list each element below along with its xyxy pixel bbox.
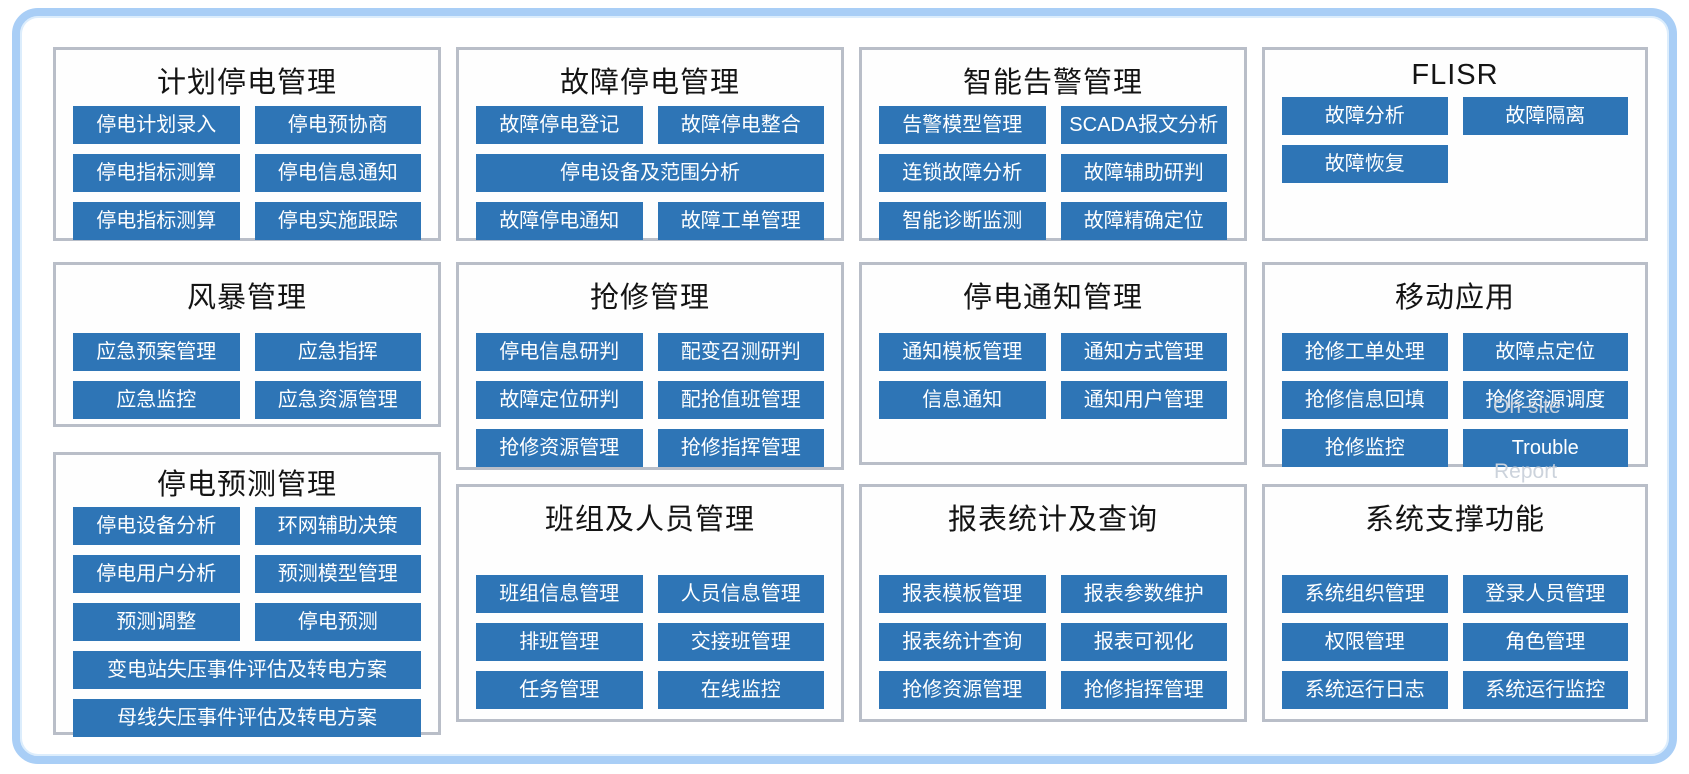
module-button[interactable]: SCADA报文分析 — [1060, 106, 1227, 144]
module-button[interactable]: 停电指标测算 — [73, 202, 240, 240]
module-button[interactable]: 停电预协商 — [254, 106, 421, 144]
module-button[interactable]: 停电实施跟踪 — [254, 202, 421, 240]
module-button[interactable]: 排班管理 — [476, 623, 643, 661]
module-button[interactable]: 停电用户分析 — [73, 555, 240, 593]
panel-title: 故障停电管理 — [559, 67, 740, 99]
module-button[interactable]: 故障定位研判 — [476, 381, 643, 419]
panel-report-statistics-query: 报表统计及查询 报表模板管理 报表参数维护 报表统计查询 报表可视化 抢修资源管… — [859, 484, 1247, 722]
panel-team-personnel-management: 班组及人员管理 班组信息管理 人员信息管理 排班管理 交接班管理 任务管理 在线… — [456, 484, 844, 722]
panel-title: 风暴管理 — [186, 282, 307, 314]
module-button[interactable]: 告警模型管理 — [879, 106, 1046, 144]
module-button[interactable]: 报表统计查询 — [879, 623, 1046, 661]
module-button[interactable]: 系统运行监控 — [1462, 671, 1628, 709]
module-button[interactable]: 抢修监控 — [1282, 429, 1448, 467]
module-button[interactable]: 环网辅助决策 — [254, 507, 421, 545]
panel-title: 报表统计及查询 — [947, 504, 1158, 536]
module-button[interactable]: 系统运行日志 — [1282, 671, 1448, 709]
panel-storm-management: 风暴管理 应急预案管理 应急指挥 应急监控 应急资源管理 — [53, 262, 441, 427]
module-button[interactable]: 预测调整 — [73, 603, 240, 641]
module-button[interactable]: 角色管理 — [1462, 623, 1628, 661]
module-button[interactable]: 信息通知 — [879, 381, 1046, 419]
panel-intelligent-alarm-management: 智能告警管理 告警模型管理 SCADA报文分析 连锁故障分析 故障辅助研判 智能… — [859, 47, 1247, 241]
module-button[interactable]: 故障点定位 — [1462, 333, 1628, 371]
module-button[interactable]: 预测模型管理 — [254, 555, 421, 593]
report-overflow-text: Report — [1494, 460, 1558, 483]
panel-title: 移动应用 — [1394, 282, 1515, 314]
panel-title: 停电预测管理 — [156, 469, 337, 501]
module-button[interactable]: 故障停电登记 — [476, 106, 643, 144]
module-button[interactable]: 登录人员管理 — [1462, 575, 1628, 613]
module-button[interactable]: 抢修信息回填 — [1282, 381, 1448, 419]
onsite-overflow-text: On-site — [1493, 395, 1561, 418]
module-button[interactable]: 抢修资源调度 — [1462, 381, 1628, 419]
module-button[interactable]: 配抢值班管理 — [657, 381, 824, 419]
module-button[interactable]: 抢修资源管理 — [879, 671, 1046, 709]
module-button[interactable]: 连锁故障分析 — [879, 154, 1046, 192]
panel-title: 班组及人员管理 — [544, 504, 755, 536]
module-button[interactable]: 停电预测 — [254, 603, 421, 641]
outer-frame — [12, 8, 1677, 764]
module-button[interactable]: 故障精确定位 — [1060, 202, 1227, 240]
module-button[interactable]: 抢修指挥管理 — [657, 429, 824, 467]
module-button[interactable]: 抢修指挥管理 — [1060, 671, 1227, 709]
panel-repair-management: 抢修管理 停电信息研判 配变召测研判 故障定位研判 配抢值班管理 抢修资源管理 … — [456, 262, 844, 470]
panel-outage-forecast-management: 停电预测管理 停电设备分析 环网辅助决策 停电用户分析 预测模型管理 预测调整 … — [53, 452, 441, 737]
panel-planned-outage-management: 计划停电管理 停电计划录入 停电预协商 停电指标测算 停电信息通知 停电指标测算… — [53, 47, 441, 241]
module-button[interactable]: 通知方式管理 — [1060, 333, 1227, 371]
module-button[interactable]: 交接班管理 — [657, 623, 824, 661]
module-button[interactable]: 智能诊断监测 — [879, 202, 1046, 240]
module-button[interactable]: 故障恢复 — [1282, 145, 1448, 183]
panel-mobile-application: 移动应用 抢修工单处理 故障点定位 抢修信息回填 抢修资源调度 抢修监控 Tro… — [1262, 262, 1648, 467]
module-button[interactable]: 应急指挥 — [254, 333, 421, 371]
module-button[interactable]: 配变召测研判 — [657, 333, 824, 371]
module-button[interactable]: 故障分析 — [1282, 97, 1448, 135]
panel-title: 计划停电管理 — [156, 67, 337, 99]
module-button[interactable]: 系统组织管理 — [1282, 575, 1448, 613]
module-button[interactable]: 报表模板管理 — [879, 575, 1046, 613]
module-button[interactable]: 故障辅助研判 — [1060, 154, 1227, 192]
module-button[interactable]: 人员信息管理 — [657, 575, 824, 613]
module-button[interactable]: 变电站失压事件评估及转电方案 — [73, 651, 421, 689]
module-button[interactable]: 故障停电整合 — [657, 106, 824, 144]
module-button[interactable]: 母线失压事件评估及转电方案 — [73, 699, 421, 737]
module-button[interactable]: 停电设备及范围分析 — [476, 154, 824, 192]
module-button[interactable]: Trouble — [1462, 429, 1628, 467]
module-button[interactable]: 权限管理 — [1282, 623, 1448, 661]
module-button[interactable]: 任务管理 — [476, 671, 643, 709]
panel-title: FLISR — [1411, 59, 1499, 91]
module-button[interactable]: 停电指标测算 — [73, 154, 240, 192]
module-button[interactable]: 故障停电通知 — [476, 202, 643, 240]
module-button[interactable]: 故障隔离 — [1462, 97, 1628, 135]
module-button[interactable]: 应急监控 — [73, 381, 240, 419]
module-button[interactable]: 班组信息管理 — [476, 575, 643, 613]
module-button[interactable]: 停电信息通知 — [254, 154, 421, 192]
module-button[interactable]: 应急预案管理 — [73, 333, 240, 371]
panel-title: 智能告警管理 — [962, 67, 1143, 99]
module-button[interactable]: 抢修工单处理 — [1282, 333, 1448, 371]
module-button[interactable]: 停电信息研判 — [476, 333, 643, 371]
panel-system-support-functions: 系统支撑功能 系统组织管理 登录人员管理 权限管理 角色管理 系统运行日志 系统… — [1262, 484, 1648, 722]
panel-title: 抢修管理 — [589, 282, 710, 314]
module-button[interactable]: 报表参数维护 — [1060, 575, 1227, 613]
panel-outage-notification-management: 停电通知管理 通知模板管理 通知方式管理 信息通知 通知用户管理 — [859, 262, 1247, 465]
module-button[interactable]: 报表可视化 — [1060, 623, 1227, 661]
panel-title: 停电通知管理 — [962, 282, 1143, 314]
panel-fault-outage-management: 故障停电管理 故障停电登记 故障停电整合 停电设备及范围分析 故障停电通知 故障… — [456, 47, 844, 241]
module-button[interactable]: 停电设备分析 — [73, 507, 240, 545]
panel-flisr: FLISR 故障分析 故障隔离 故障恢复 — [1262, 47, 1648, 241]
module-button[interactable]: 故障工单管理 — [657, 202, 824, 240]
module-button[interactable]: 通知模板管理 — [879, 333, 1046, 371]
module-button[interactable]: 通知用户管理 — [1060, 381, 1227, 419]
module-button[interactable]: 在线监控 — [657, 671, 824, 709]
panel-title: 系统支撑功能 — [1364, 504, 1545, 536]
module-button[interactable]: 抢修资源管理 — [476, 429, 643, 467]
module-button[interactable]: 应急资源管理 — [254, 381, 421, 419]
module-button[interactable]: 停电计划录入 — [73, 106, 240, 144]
